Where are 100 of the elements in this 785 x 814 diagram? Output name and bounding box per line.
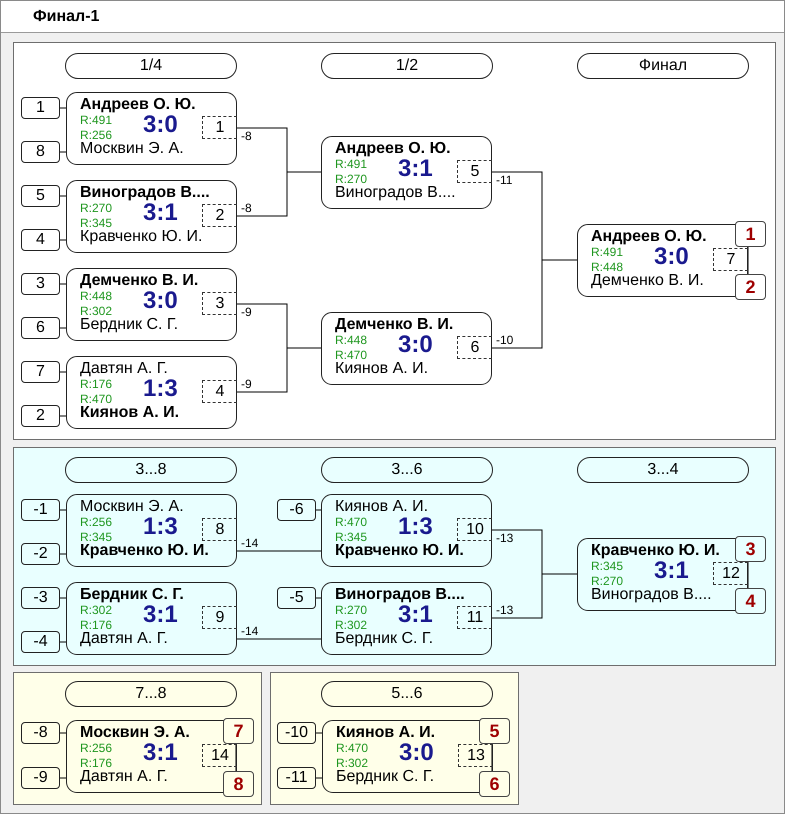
player-rating: R:270	[80, 202, 112, 215]
player-name: Кравченко Ю. И.	[80, 228, 202, 246]
match-score: 3:1	[143, 740, 178, 766]
player-rating: R:345	[335, 531, 368, 544]
seed-tag: 2	[21, 405, 60, 427]
player-name: Давтян А. Г.	[80, 768, 168, 786]
player-name: Бердник С. Г.	[80, 316, 178, 334]
match-card	[66, 494, 237, 567]
match-card	[66, 582, 237, 655]
match-card	[321, 494, 492, 567]
match-score: 3:0	[654, 244, 689, 270]
edge-label: -14	[240, 625, 260, 637]
player-name: Андреев О. Ю.	[80, 96, 196, 114]
bracket-panel	[13, 672, 262, 805]
place-badge: 4	[735, 588, 766, 614]
seed-tag: -2	[21, 543, 60, 565]
player-rating: R:270	[335, 173, 368, 186]
place-badge: 7	[223, 718, 254, 744]
seed-tag: -3	[21, 587, 60, 609]
match-card	[66, 92, 237, 165]
player-name: Бердник С. Г.	[336, 768, 434, 786]
seed-tag: -9	[21, 767, 60, 789]
match-score: 3:0	[398, 332, 433, 358]
player-rating: R:448	[335, 334, 368, 347]
player-name: Кравченко Ю. И.	[591, 542, 720, 560]
place-badge: 5	[479, 718, 510, 744]
edge-label: -14	[240, 537, 260, 549]
match-number: 1	[202, 116, 237, 139]
connector-line	[492, 260, 578, 348]
match-number: 8	[202, 518, 237, 541]
connector-line	[60, 732, 66, 734]
player-rating: R:491	[591, 246, 624, 259]
place-badge: 6	[479, 771, 510, 797]
player-name: Андреев О. Ю.	[335, 140, 451, 158]
player-rating: R:345	[80, 217, 112, 230]
match-card	[66, 356, 237, 429]
connector-line	[236, 348, 322, 392]
player-rating: R:448	[591, 261, 624, 274]
match-score: 3:1	[398, 602, 433, 628]
player-rating: R:470	[335, 516, 368, 529]
match-score: 3:0	[143, 288, 178, 314]
match-number: 5	[457, 160, 492, 183]
match-card	[321, 136, 492, 209]
player-name: Киянов А. И.	[80, 404, 180, 422]
edge-label: -13	[495, 604, 514, 616]
connector-line	[316, 732, 322, 734]
match-score: 1:3	[143, 514, 178, 540]
place-badge: 1	[735, 221, 766, 247]
round-header: 3...8	[65, 457, 237, 483]
match-card	[321, 582, 492, 655]
edge-label: -9	[240, 306, 253, 318]
seed-tag: -4	[21, 631, 60, 653]
player-name: Москвин Э. А.	[80, 140, 184, 158]
match-score: 3:1	[398, 156, 433, 182]
bracket-panel	[270, 672, 519, 805]
player-name: Виноградов В....	[80, 184, 210, 202]
player-name: Москвин Э. А.	[80, 724, 190, 742]
player-rating: R:256	[80, 742, 112, 755]
match-number: 4	[202, 380, 237, 403]
seed-tag: 4	[21, 229, 60, 251]
player-rating: R:448	[80, 290, 112, 303]
player-name: Андреев О. Ю.	[591, 228, 707, 246]
player-name: Виноградов В....	[591, 586, 712, 604]
round-header: 1/2	[321, 53, 493, 79]
seed-tag: -5	[277, 587, 316, 609]
player-name: Москвин Э. А.	[80, 498, 184, 516]
round-header: 5...6	[321, 681, 493, 707]
player-rating: R:256	[80, 129, 112, 142]
match-number: 10	[457, 518, 492, 541]
seed-tag: 6	[21, 317, 60, 339]
seed-tag: -8	[21, 722, 60, 744]
edge-label: -9	[240, 378, 253, 390]
match-score: 1:3	[143, 376, 178, 402]
player-name: Киянов А. И.	[336, 724, 436, 742]
player-name: Демченко В. И.	[335, 316, 454, 334]
edge-label: -11	[495, 174, 514, 186]
match-score: 3:1	[143, 200, 178, 226]
seed-tag: 7	[21, 361, 60, 383]
match-score: 3:0	[143, 112, 178, 138]
match-card	[66, 180, 237, 253]
player-name: Виноградов В....	[335, 184, 456, 202]
seed-tag: -11	[277, 767, 316, 789]
round-header: 3...6	[321, 457, 493, 483]
player-name: Бердник С. Г.	[80, 586, 184, 604]
match-score: 1:3	[398, 514, 433, 540]
match-number: 2	[202, 204, 237, 227]
seed-tag: -1	[21, 499, 60, 521]
player-rating: R:270	[591, 575, 624, 588]
bracket-panel	[13, 42, 776, 440]
player-name: Киянов А. И.	[335, 498, 428, 516]
player-name: Виноградов В....	[335, 586, 465, 604]
match-number: 11	[457, 606, 492, 629]
match-number: 3	[202, 292, 237, 315]
seed-tag: 1	[21, 97, 60, 119]
player-name: Демченко В. И.	[591, 272, 704, 290]
player-rating: R:470	[336, 742, 368, 755]
match-score: 3:1	[654, 558, 689, 584]
edge-label: -13	[495, 532, 514, 544]
seed-tag: -10	[277, 722, 316, 744]
round-header: 3...4	[577, 457, 749, 483]
